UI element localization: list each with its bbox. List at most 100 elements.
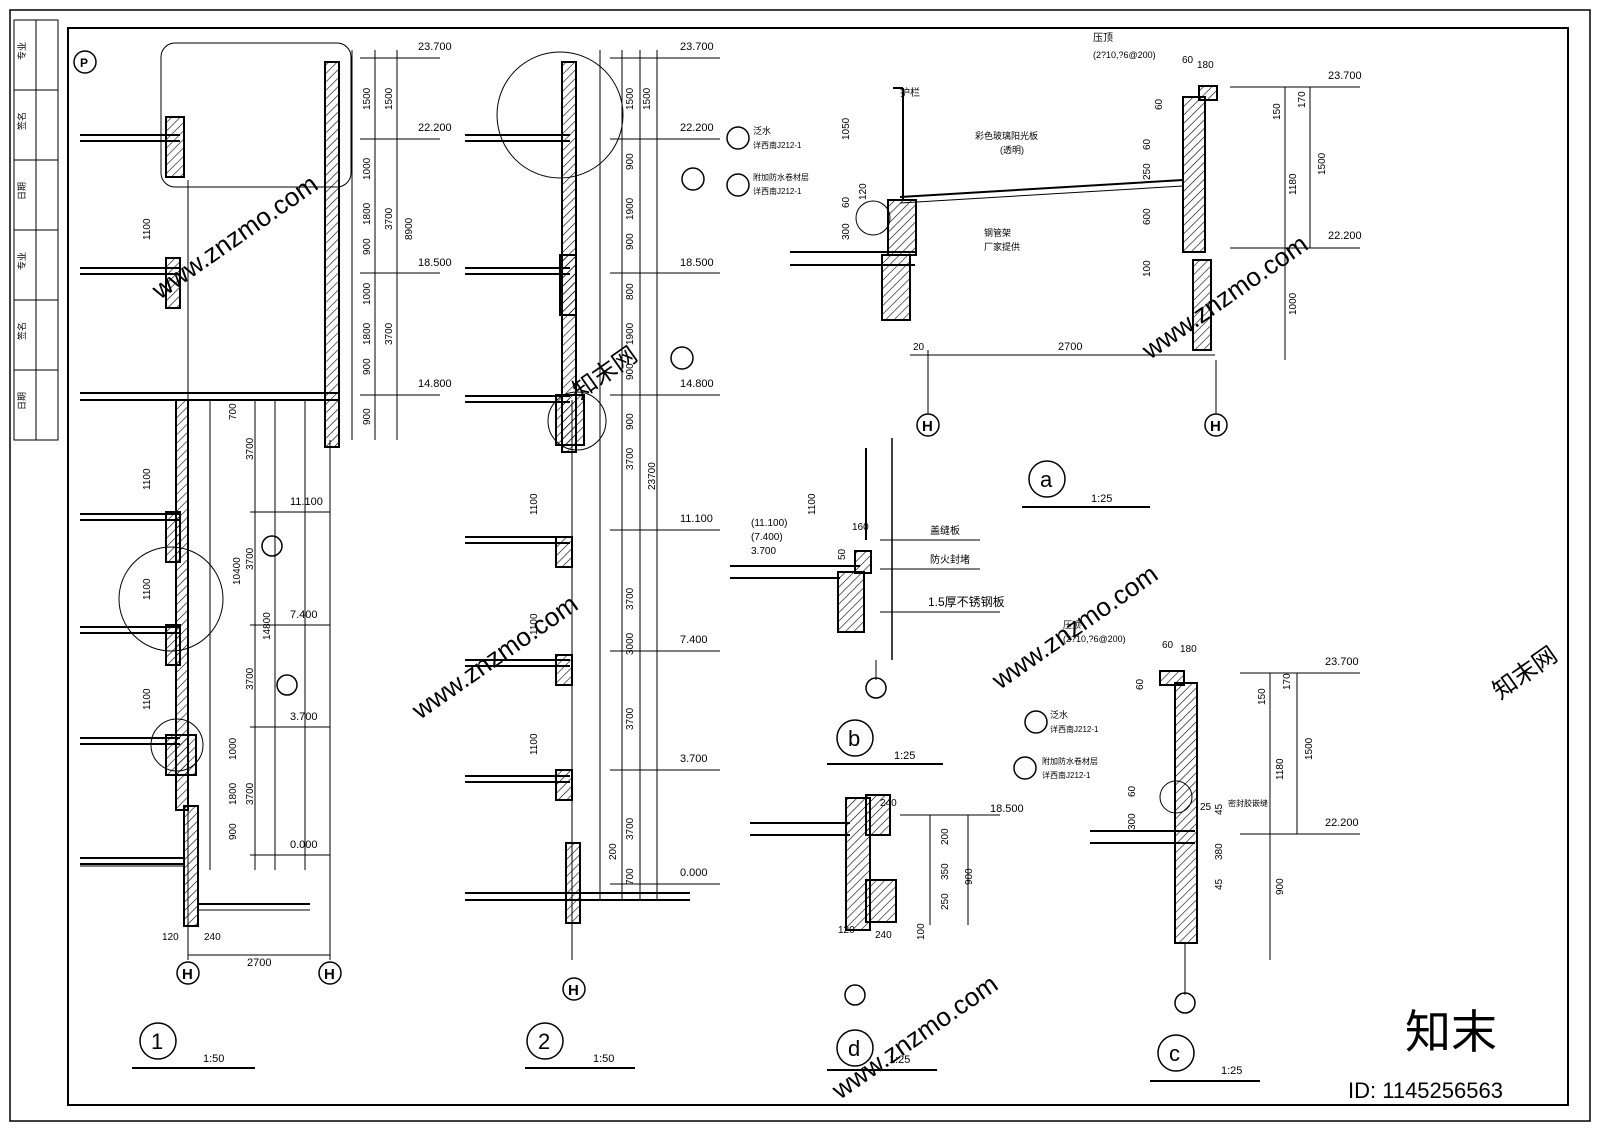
dim-d-240b: 240 <box>875 930 892 941</box>
dim-2-1900a: 1900 <box>625 197 636 220</box>
note-a-waterproof: 附加防水卷材层 <box>753 172 809 182</box>
title-cell-4: 专业 <box>16 252 27 270</box>
dim-c-60b: 60 <box>1135 678 1146 690</box>
elev-2-23700: 23.700 <box>680 41 714 53</box>
dim-b-50: 50 <box>837 548 848 560</box>
ref-p-1: P <box>80 56 88 70</box>
dim-a-250: 250 <box>1142 163 1153 180</box>
detail-c-scale: 1:25 <box>1221 1065 1242 1077</box>
note-a-vendor: 厂家提供 <box>984 241 1020 252</box>
dim-2-1900b: 1900 <box>625 322 636 345</box>
note-a-rebar: (2?10,?6@200) <box>1093 50 1156 60</box>
dim-2-3700b: 3700 <box>625 587 636 610</box>
dim-a-60b: 60 <box>1154 98 1165 110</box>
elev-c-23700: 23.700 <box>1325 656 1359 668</box>
dim-d-350: 350 <box>940 863 951 880</box>
elev-b-7400: (7.400) <box>751 532 783 543</box>
section-1-number: 1 <box>151 1029 163 1054</box>
dim-a-60a: 60 <box>1182 55 1194 66</box>
title-cell-1: 专业 <box>16 42 27 60</box>
dim-a-100: 100 <box>1142 260 1153 277</box>
detail-c-number: c <box>1169 1041 1180 1066</box>
dim-a-1180: 1180 <box>1288 173 1299 195</box>
dim-1-1800a: 1800 <box>362 202 373 225</box>
axis-h-2: H <box>568 982 579 999</box>
elev-b-11100: (11.100) <box>751 518 788 529</box>
note-c-waterproof: 附加防水卷材层 <box>1042 756 1098 766</box>
dim-a-1500: 1500 <box>1317 152 1328 175</box>
note-a-top-rail: 压顶 <box>1093 32 1113 44</box>
dim-2-1100c: 1100 <box>529 733 540 755</box>
dim-a-170: 170 <box>1297 91 1308 108</box>
title-block: 专业 签名 日期 专业 签名 日期 <box>13 19 59 441</box>
dim-1-1100d: 1100 <box>142 688 153 710</box>
elev-1-3700: 3.700 <box>290 711 318 723</box>
note-a-guard-rail: 护栏 <box>900 86 920 99</box>
dim-1-2700: 2700 <box>247 957 271 969</box>
dim-c-900: 900 <box>1275 878 1286 895</box>
dim-2-3700d: 3700 <box>625 817 636 840</box>
detail-c: 23.700 22.200 60 180 60 170 150 1500 118… <box>1013 620 1360 1082</box>
dim-1-240: 240 <box>204 932 221 943</box>
outer-border <box>9 9 1591 1122</box>
note-c-rebar: (2?10,?6@200) <box>1063 634 1126 644</box>
elev-d-18500: 18.500 <box>990 803 1024 815</box>
note-b-fire-seal: 防火封堵 <box>930 553 970 566</box>
dim-1-3700a: 3700 <box>384 207 395 230</box>
dim-a-20: 20 <box>913 342 925 353</box>
dim-2-800: 800 <box>625 283 636 300</box>
dim-2-3700a: 3700 <box>625 447 636 470</box>
dim-2-900c: 900 <box>625 363 636 380</box>
watermark-brand: 知末 <box>1405 1006 1497 1058</box>
note-a-glass-canopy: 彩色玻璃阳光板 <box>975 130 1038 141</box>
dim-1-14800: 14800 <box>262 612 273 640</box>
dim-1-3700e: 3700 <box>245 667 256 690</box>
title-cell-6: 日期 <box>17 392 27 410</box>
dim-d-250: 250 <box>940 893 951 910</box>
elev-2-7400: 7.400 <box>680 634 708 646</box>
dim-a-60c: 60 <box>1142 138 1153 150</box>
dim-a-150: 150 <box>1272 103 1283 120</box>
dim-1-1100a: 1100 <box>142 218 153 240</box>
dim-a-2700: 2700 <box>1058 341 1082 353</box>
note-c-sealant: 密封胶嵌缝 <box>1228 798 1268 808</box>
dim-1-120: 120 <box>162 932 179 943</box>
dim-a-120: 120 <box>858 183 869 200</box>
dim-1-3700d: 3700 <box>245 547 256 570</box>
section-1: H H P 23.700 22.200 18.500 14.800 11.100… <box>73 41 452 1069</box>
dim-1-900b: 900 <box>362 358 373 375</box>
elev-2-0000: 0.000 <box>680 867 708 879</box>
section-2-number: 2 <box>538 1029 550 1054</box>
dim-d-240a: 240 <box>880 798 897 809</box>
elev-2-18500: 18.500 <box>680 257 714 269</box>
dim-1-1000a: 1000 <box>362 157 373 180</box>
dim-b-1100: 1100 <box>807 493 818 515</box>
drawing-frame <box>67 27 1569 1106</box>
dim-c-45a: 45 <box>1214 803 1225 815</box>
elev-a-22200: 22.200 <box>1328 230 1362 242</box>
note-c-waterproof-ref: 详西南J212-1 <box>1042 770 1091 780</box>
axis-h-a1: H <box>922 418 933 435</box>
note-a-steel-frame: 钢管架 <box>984 227 1011 238</box>
dim-2-23700: 23700 <box>647 462 658 490</box>
dim-c-300: 300 <box>1127 813 1138 830</box>
dim-c-1500: 1500 <box>1304 737 1315 760</box>
dim-1-700: 700 <box>228 403 239 420</box>
section-2-scale: 1:50 <box>593 1053 614 1065</box>
dim-c-25: 25 <box>1200 802 1212 813</box>
dim-1-1500b: 1500 <box>384 87 395 110</box>
elev-2-22200: 22.200 <box>680 122 714 134</box>
title-cell-3: 日期 <box>17 182 27 200</box>
dim-c-1180: 1180 <box>1275 758 1286 780</box>
dim-2-1100b: 1100 <box>529 613 540 635</box>
dim-2-1500a: 1500 <box>625 87 636 110</box>
dim-2-1100a: 1100 <box>529 493 540 515</box>
note-b-stainless: 1.5厚不锈钢板 <box>928 595 1005 609</box>
dim-c-170: 170 <box>1282 673 1293 690</box>
dim-a-1050: 1050 <box>841 117 852 140</box>
dim-2-3000: 3000 <box>625 632 636 655</box>
dim-1-10400: 10400 <box>232 557 243 585</box>
axis-h-a2: H <box>1210 418 1221 435</box>
dim-1-1500a: 1500 <box>362 87 373 110</box>
